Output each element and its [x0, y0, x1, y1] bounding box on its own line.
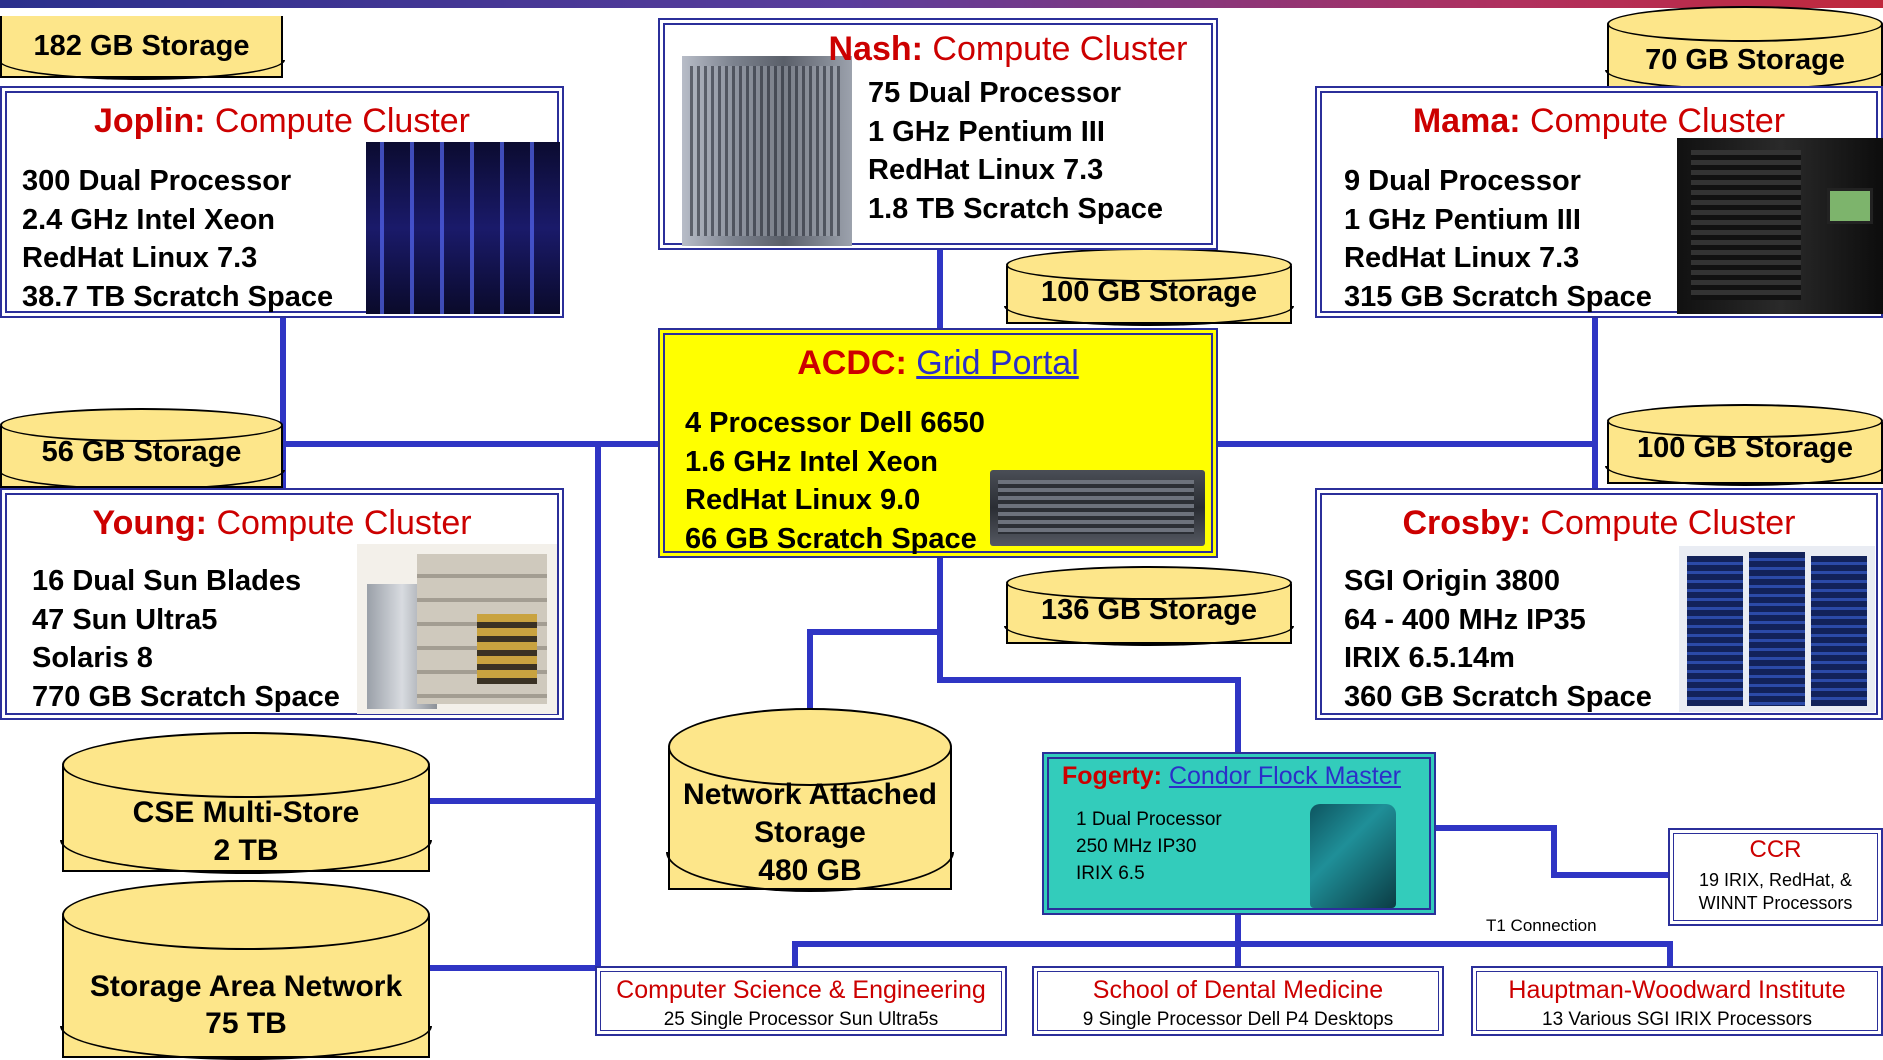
crosby-type: Compute Cluster	[1540, 504, 1796, 542]
acdc-portal-box: ACDC: Grid Portal 4 Processor Dell 6650 …	[658, 328, 1218, 558]
young-spec: 770 GB Scratch Space	[32, 680, 340, 713]
nas-line2: Storage	[754, 816, 866, 849]
crosby-spec: 360 GB Scratch Space	[1344, 680, 1652, 713]
fogerty-workstation-image	[1310, 804, 1396, 908]
site-cse-sub: 25 Single Processor Sun Ultra5s	[663, 1009, 939, 1030]
mama-spec: 1 GHz Pentium III	[1344, 203, 1581, 236]
young-spec: Solaris 8	[32, 642, 153, 674]
storage-100gb-nash: 100 GB Storage	[1004, 248, 1294, 326]
mama-name: Mama:	[1412, 102, 1521, 140]
acdc-spec: 1.6 GHz Intel Xeon	[685, 445, 938, 478]
joplin-name: Joplin:	[94, 102, 206, 140]
storage-san: Storage Area Network 75 TB	[60, 880, 432, 1060]
acdc-spec: RedHat Linux 9.0	[685, 484, 921, 516]
young-workstation-image	[357, 544, 557, 714]
nas-line1: Network Attached	[683, 778, 937, 811]
nash-spec: 1 GHz Pentium III	[868, 115, 1105, 148]
mama-cluster-box: Mama: Compute Cluster 9 Dual Processor 1…	[1315, 86, 1883, 318]
storage-cse-multistore: CSE Multi-Store 2 TB	[60, 732, 432, 874]
joplin-spec: 300 Dual Processor	[22, 165, 292, 197]
site-dental-sub: 9 Single Processor Dell P4 Desktops	[1082, 1009, 1394, 1030]
crosby-spec: IRIX 6.5.14m	[1344, 642, 1515, 674]
site-dental-box: School of Dental Medicine 9 Single Proce…	[1032, 966, 1444, 1036]
acdc-spec: 66 GB Scratch Space	[685, 522, 977, 555]
joplin-type: Compute Cluster	[214, 102, 470, 140]
joplin-spec: 38.7 TB Scratch Space	[22, 280, 334, 313]
san-size: 75 TB	[205, 1007, 287, 1040]
young-cluster-box: Young: Compute Cluster 16 Dual Sun Blade…	[0, 488, 564, 720]
storage-100gb-crosby: 100 GB Storage	[1605, 404, 1883, 486]
young-name: Young:	[92, 504, 207, 542]
ccr-title: CCR	[1749, 836, 1802, 863]
joplin-spec: 2.4 GHz Intel Xeon	[22, 203, 275, 236]
fogerty-spec: IRIX 6.5	[1076, 863, 1145, 884]
fogerty-condor-link[interactable]: Condor Flock Master	[1168, 762, 1401, 790]
storage-100gb-crosby-label: 100 GB Storage	[1637, 432, 1853, 464]
site-hauptman-sub: 13 Various SGI IRIX Processors	[1542, 1009, 1812, 1030]
mama-spec: RedHat Linux 7.3	[1344, 242, 1580, 274]
nas-line3: 480 GB	[758, 854, 862, 887]
joplin-cluster-image	[366, 142, 560, 314]
acdc-spec: 4 Processor Dell 6650	[685, 407, 985, 439]
storage-136gb-label: 136 GB Storage	[1041, 594, 1257, 626]
crosby-spec: 64 - 400 MHz IP35	[1344, 603, 1586, 636]
storage-100gb-nash-label: 100 GB Storage	[1041, 276, 1257, 308]
mama-cluster-image	[1677, 138, 1883, 314]
nash-name: Nash:	[828, 30, 923, 68]
nash-server-image	[682, 56, 852, 246]
storage-56gb: 56 GB Storage	[0, 408, 285, 490]
cse-multistore-name: CSE Multi-Store	[132, 796, 360, 829]
ccr-line: 19 IRIX, RedHat, &	[1698, 870, 1853, 890]
mama-spec: 9 Dual Processor	[1344, 165, 1581, 197]
acdc-grid-portal-link[interactable]: Grid Portal	[916, 344, 1079, 382]
storage-nas: Network Attached Storage 480 GB	[666, 708, 954, 892]
crosby-cluster-box: Crosby: Compute Cluster SGI Origin 3800 …	[1315, 488, 1883, 720]
site-hauptman-title: Hauptman-Woodward Institute	[1508, 976, 1846, 1004]
young-spec: 47 Sun Ultra5	[32, 603, 218, 636]
nash-type: Compute Cluster	[932, 30, 1188, 68]
site-dental-title: School of Dental Medicine	[1092, 976, 1384, 1004]
acdc-name: ACDC:	[797, 344, 907, 382]
young-spec: 16 Dual Sun Blades	[32, 565, 302, 597]
storage-182gb-label: 182 GB Storage	[33, 30, 250, 62]
crosby-origin-image	[1679, 546, 1875, 712]
site-hauptman-box: Hauptman-Woodward Institute 13 Various S…	[1471, 966, 1883, 1036]
fogerty-box: Fogerty: Condor Flock Master 1 Dual Proc…	[1042, 752, 1436, 915]
ccr-line: WINNT Processors	[1698, 893, 1853, 913]
storage-182gb: 182 GB Storage	[0, 0, 285, 80]
storage-136gb: 136 GB Storage	[1004, 566, 1294, 646]
fogerty-spec: 250 MHz IP30	[1076, 836, 1197, 857]
nash-spec: 75 Dual Processor	[868, 77, 1122, 109]
nash-spec: 1.8 TB Scratch Space	[868, 192, 1163, 225]
young-type: Compute Cluster	[216, 504, 472, 542]
cse-multistore-size: 2 TB	[213, 834, 279, 867]
storage-70gb: 70 GB Storage	[1605, 6, 1883, 90]
joplin-spec: RedHat Linux 7.3	[22, 242, 258, 274]
nash-spec: RedHat Linux 7.3	[868, 154, 1104, 186]
storage-56gb-label: 56 GB Storage	[41, 436, 242, 468]
storage-70gb-label: 70 GB Storage	[1645, 44, 1845, 76]
fogerty-spec: 1 Dual Processor	[1076, 809, 1222, 830]
crosby-spec: SGI Origin 3800	[1344, 565, 1560, 597]
fogerty-name: Fogerty:	[1062, 762, 1162, 790]
site-cse-title: Computer Science & Engineering	[616, 976, 986, 1004]
site-cse-box: Computer Science & Engineering 25 Single…	[595, 966, 1007, 1036]
san-name: Storage Area Network	[89, 970, 403, 1003]
t1-connection-label: T1 Connection	[1486, 916, 1597, 935]
joplin-cluster-box: Joplin: Compute Cluster 300 Dual Process…	[0, 86, 564, 318]
crosby-name: Crosby:	[1402, 504, 1531, 542]
acdc-server-image	[990, 470, 1205, 546]
mama-type: Compute Cluster	[1530, 102, 1786, 140]
nash-cluster-box: Nash: Compute Cluster 75 Dual Processor …	[658, 18, 1218, 250]
ccr-box: CCR 19 IRIX, RedHat, & WINNT Processors	[1668, 828, 1883, 926]
mama-spec: 315 GB Scratch Space	[1344, 280, 1652, 313]
top-banner	[0, 0, 1883, 8]
